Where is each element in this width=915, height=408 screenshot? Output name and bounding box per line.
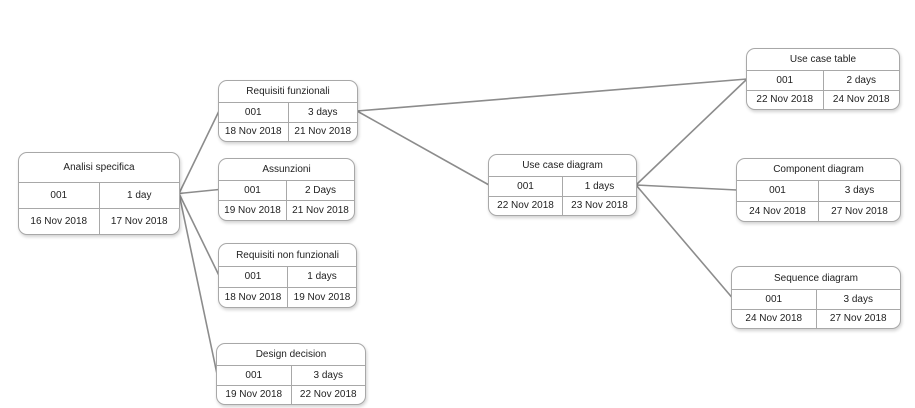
node-duration: 3 days: [815, 290, 901, 309]
node-duration: 3 days: [818, 181, 900, 201]
node-end-date: 22 Nov 2018: [290, 385, 366, 404]
node-end-date: 17 Nov 2018: [98, 209, 180, 234]
connector-use-case-diagram-to-use-case-table: [635, 78, 748, 186]
node-start-date: 18 Nov 2018: [224, 291, 282, 303]
node-assunzioni[interactable]: Assunzioni 001 2 Days 19 Nov 2018 21 Nov 2…: [218, 158, 355, 221]
connector-use-case-diagram-to-sequence-diagram: [635, 184, 733, 299]
node-title: Requisiti non funzionali: [219, 244, 356, 267]
connector-analisi-specifica-to-design-decision: [178, 193, 218, 375]
node-code: 001: [769, 185, 786, 197]
node-start-date: 18 Nov 2018: [224, 126, 282, 138]
node-title: Component diagram: [737, 159, 900, 181]
node-design-decision[interactable]: Design decision 001 3 days 19 Nov 2018 22 …: [216, 343, 366, 405]
connector-use-case-diagram-to-component-diagram: [635, 184, 738, 191]
node-use-case-table[interactable]: Use case table 001 2 days 22 Nov 2018 24 N…: [746, 48, 900, 110]
node-duration: 1 days: [287, 267, 356, 287]
node-component-diagram[interactable]: Component diagram 001 3 days 24 Nov 2018 2…: [736, 158, 901, 222]
connector-requisiti-funzionali-to-use-case-diagram: [356, 110, 490, 186]
node-duration: 2 days: [822, 71, 900, 90]
node-start-date: 19 Nov 2018: [225, 389, 283, 401]
node-duration: 1 days: [562, 177, 636, 196]
node-start-date: 22 Nov 2018: [497, 200, 554, 212]
node-code: 001: [765, 293, 783, 305]
node-title: Use case diagram: [489, 155, 636, 177]
node-start-date: 16 Nov 2018: [30, 216, 88, 227]
connector-analisi-specifica-to-requisiti-non-funzionali: [178, 193, 220, 276]
node-duration: 2 Days: [286, 181, 354, 200]
node-use-case-diagram[interactable]: Use case diagram 001 1 days 22 Nov 2018 23…: [488, 154, 637, 216]
node-start-date: 19 Nov 2018: [224, 205, 281, 216]
node-code: 001: [50, 190, 68, 201]
node-title: Analisi specifica: [19, 153, 179, 183]
node-end-date: 27 Nov 2018: [818, 201, 900, 221]
node-sequence-diagram[interactable]: Sequence diagram 001 3 days 24 Nov 2018 27…: [731, 266, 901, 329]
node-requisiti-non-funzionali[interactable]: Requisiti non funzionali 001 1 days 18 No…: [218, 243, 357, 308]
connector-analisi-specifica-to-requisiti-funzionali: [178, 110, 220, 194]
node-title: Use case table: [747, 49, 899, 71]
node-code: 001: [517, 180, 534, 192]
node-duration: 3 days: [290, 366, 366, 385]
node-code: 001: [244, 271, 262, 283]
node-code: 001: [776, 74, 794, 86]
node-duration: 1 day: [98, 183, 180, 208]
node-code: 001: [245, 369, 263, 381]
node-title: Design decision: [217, 344, 365, 366]
node-start-date: 22 Nov 2018: [756, 94, 814, 106]
node-end-date: 21 Nov 2018: [286, 201, 354, 220]
node-start-date: 24 Nov 2018: [749, 205, 806, 217]
node-end-date: 21 Nov 2018: [287, 122, 358, 141]
node-end-date: 27 Nov 2018: [815, 309, 901, 328]
node-requisiti-funzionali[interactable]: Requisiti funzionali 001 3 days 18 Nov 20…: [218, 80, 358, 142]
node-end-date: 24 Nov 2018: [822, 90, 900, 109]
node-duration: 3 days: [287, 103, 358, 122]
node-code: 001: [244, 106, 262, 118]
connector-analisi-specifica-to-assunzioni: [178, 188, 220, 195]
node-end-date: 23 Nov 2018: [562, 196, 636, 215]
node-code: 001: [244, 185, 261, 196]
connector-requisiti-funzionali-to-use-case-table: [356, 78, 748, 112]
node-start-date: 24 Nov 2018: [745, 313, 803, 325]
node-title: Sequence diagram: [732, 267, 900, 290]
node-end-date: 19 Nov 2018: [287, 287, 356, 307]
node-title: Requisiti funzionali: [219, 81, 357, 103]
node-title: Assunzioni: [219, 159, 354, 181]
node-analisi-specifica[interactable]: Analisi specifica 001 1 day 16 Nov 2018 17…: [18, 152, 180, 235]
